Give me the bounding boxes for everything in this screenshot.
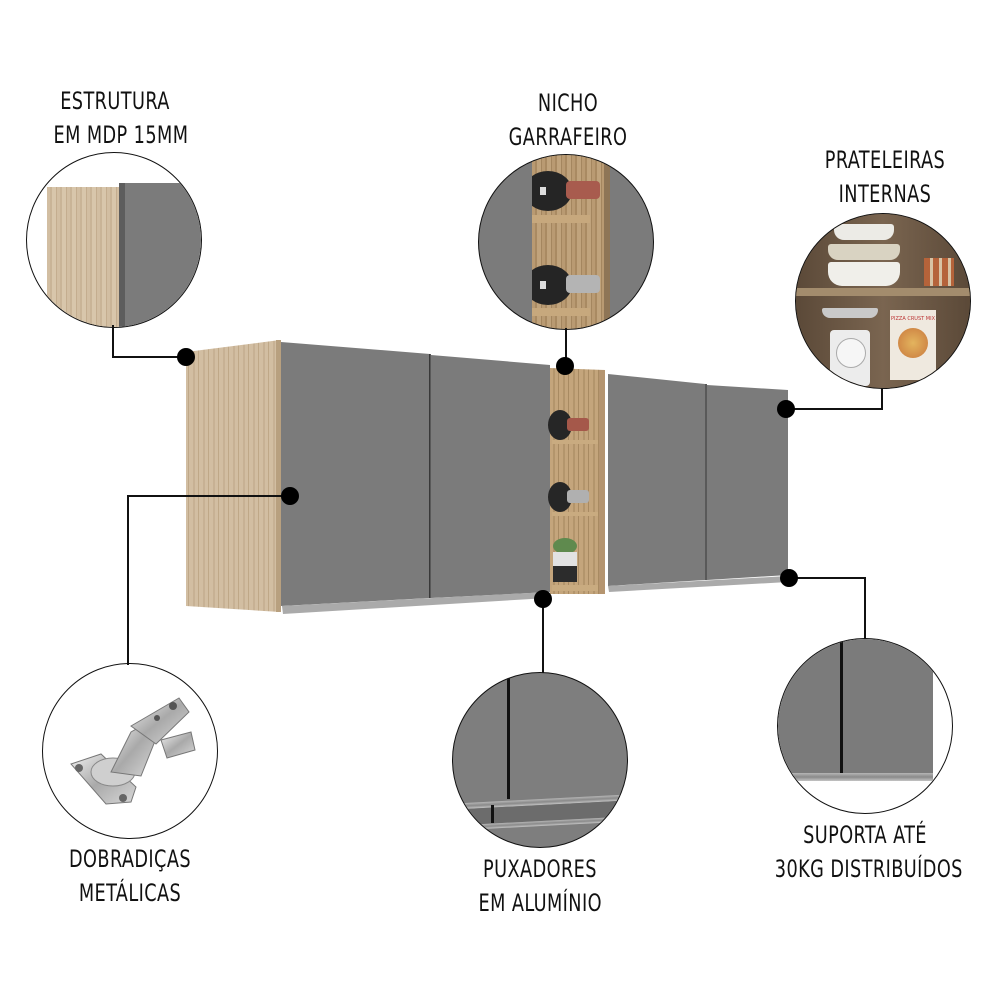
door-left-detail — [778, 639, 840, 775]
connector-suporta-v — [864, 577, 866, 639]
kitchen-scale — [822, 308, 878, 388]
label-puxadores-line2: EM ALUMÍNIO — [478, 889, 602, 917]
label-estrutura-line2: EM MDP 15MM — [53, 121, 189, 149]
connector-estrutura-v — [112, 325, 114, 358]
detail-circle-dobradicas — [42, 663, 218, 839]
connector-suporta-h — [789, 577, 866, 579]
internal-shelf — [796, 288, 970, 296]
detail-circle-suporta — [777, 638, 953, 814]
handle-gap — [491, 805, 494, 823]
hotspot-dobradicas[interactable] — [281, 487, 299, 505]
label-puxadores-line1: PUXADORES — [483, 855, 597, 883]
mdp-side-panel — [47, 187, 119, 327]
connector-nicho — [565, 328, 567, 366]
hotspot-suporta[interactable] — [780, 569, 798, 587]
connector-prateleiras-v — [881, 388, 883, 410]
label-dobradicas: DOBRADIÇAS METÁLICAS — [69, 842, 192, 910]
bowl-stack — [826, 224, 901, 288]
connector-estrutura-h — [112, 356, 186, 358]
aluminum-handle — [778, 773, 933, 781]
hotspot-puxadores[interactable] — [534, 590, 552, 608]
detail-circle-puxadores — [452, 672, 628, 848]
door-corner — [125, 183, 201, 327]
door-right-detail — [843, 639, 933, 775]
hotspot-prateleiras[interactable] — [777, 400, 795, 418]
door-gap-line — [840, 639, 843, 775]
connector-dobradicas-v — [127, 495, 129, 665]
label-nicho-line2: GARRAFEIRO — [508, 123, 628, 151]
edge-shadow — [119, 183, 125, 327]
hotspot-nicho[interactable] — [556, 357, 574, 375]
detail-circle-prateleiras: PIZZA CRUST MIX — [795, 213, 971, 389]
label-prateleiras: PRATELEIRAS INTERNAS — [815, 143, 954, 211]
label-prateleiras-line2: INTERNAS — [838, 180, 932, 208]
pizza-box-text: PIZZA CRUST MIX — [890, 316, 935, 322]
label-suporta-line2: 30KG DISTRIBUÍDOS — [774, 855, 963, 883]
connector-prateleiras-h — [786, 408, 883, 410]
niche-edge — [604, 155, 610, 329]
label-dobradicas-line2: METÁLICAS — [78, 879, 182, 907]
label-nicho-line1: NICHO — [537, 89, 599, 117]
wine-bottle-red-icon — [532, 171, 600, 211]
label-estrutura-line1: ESTRUTURA — [60, 87, 170, 115]
connector-puxadores — [542, 600, 544, 673]
spice-jars — [924, 258, 954, 286]
niche-shelf-2 — [532, 308, 590, 316]
label-nicho: NICHO GARRAFEIRO — [507, 86, 630, 154]
niche-shelf-1 — [532, 215, 590, 223]
label-puxadores: PUXADORES EM ALUMÍNIO — [479, 852, 602, 920]
door-gap-line — [507, 673, 510, 799]
label-suporta: SUPORTA ATÉ 30KG DISTRIBUÍDOS — [774, 818, 963, 886]
label-estrutura: ESTRUTURA EM MDP 15MM — [53, 84, 189, 152]
shelf-back — [796, 214, 970, 388]
label-prateleiras-line1: PRATELEIRAS — [824, 146, 946, 174]
label-dobradicas-line1: DOBRADIÇAS — [68, 845, 192, 873]
connector-dobradicas-h — [127, 495, 290, 497]
pizza-box: PIZZA CRUST MIX — [890, 310, 936, 380]
hotspot-estrutura[interactable] — [177, 348, 195, 366]
label-suporta-line1: SUPORTA ATÉ — [803, 821, 927, 849]
detail-circle-estrutura — [26, 152, 202, 328]
wine-bottle-white-icon — [532, 265, 600, 305]
metal-hinge-icon — [70, 697, 196, 805]
